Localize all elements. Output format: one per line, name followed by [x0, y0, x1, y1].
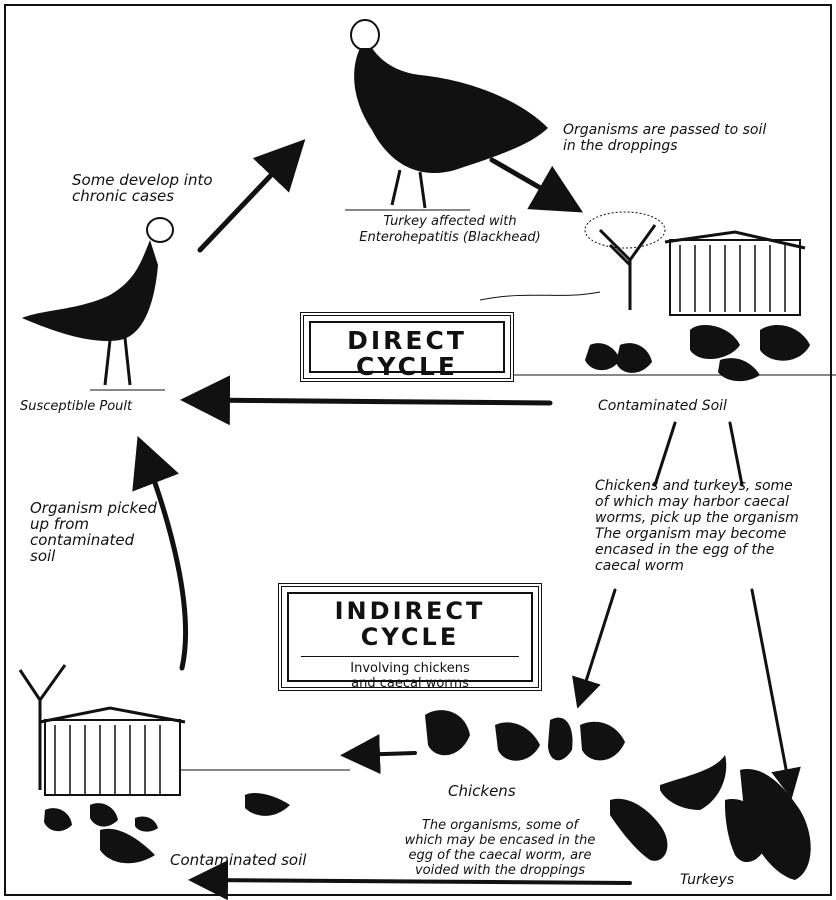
indirect-cycle-box: INDIRECT CYCLE Involving chickens and ca…	[278, 583, 542, 691]
direct-cycle-inner: DIRECT CYCLE	[309, 321, 505, 373]
line-soil-right	[730, 423, 742, 485]
affected-turkey-figure	[345, 20, 548, 210]
label-chickens: Chickens	[448, 783, 568, 799]
label-contaminated-soil-top: Contaminated Soil	[598, 398, 798, 414]
label-organism-picked-up: Organism picked up from contaminated soi…	[30, 500, 180, 564]
indirect-cycle-subtitle: Involving chickens and caecal worms	[301, 656, 519, 691]
indirect-cycle-inner: INDIRECT CYCLE Involving chickens and ca…	[287, 592, 533, 682]
arrow-chickens-to-farm	[352, 753, 415, 755]
label-contaminated-soil-bottom: Contaminated soil	[170, 852, 350, 868]
label-chickens-and-turkeys: Chickens and turkeys, some of which may …	[595, 478, 835, 574]
direct-cycle-line1: DIRECT	[311, 328, 503, 354]
turkeys-figure	[610, 755, 811, 880]
farm-scene-bottom	[20, 665, 350, 863]
arrow-soil-to-turkeys	[752, 590, 790, 790]
arrow-soil-to-chickens	[580, 590, 615, 700]
label-affected-turkey: Turkey affected with Enterohepatitis (Bl…	[335, 214, 565, 246]
susceptible-poult-figure	[22, 218, 173, 390]
arrow-soil-to-poult	[195, 400, 550, 403]
indirect-cycle-line2: CYCLE	[289, 624, 531, 650]
label-organisms-voided: The organisms, some of which may be enca…	[370, 818, 630, 878]
indirect-cycle-line1: INDIRECT	[289, 598, 531, 624]
label-organisms-passed: Organisms are passed to soil in the drop…	[563, 122, 823, 154]
arrow-droppings-to-soil	[200, 880, 630, 883]
chickens-figure	[425, 710, 625, 761]
direct-cycle-box: DIRECT CYCLE	[300, 312, 514, 382]
label-chronic-cases: Some develop into chronic cases	[72, 172, 242, 204]
label-turkeys: Turkeys	[680, 872, 760, 888]
label-susceptible-poult: Susceptible Poult	[20, 399, 190, 415]
arrow-turkey-to-soil	[492, 160, 570, 205]
direct-cycle-line2: CYCLE	[311, 354, 503, 380]
line-soil-left	[655, 423, 675, 485]
